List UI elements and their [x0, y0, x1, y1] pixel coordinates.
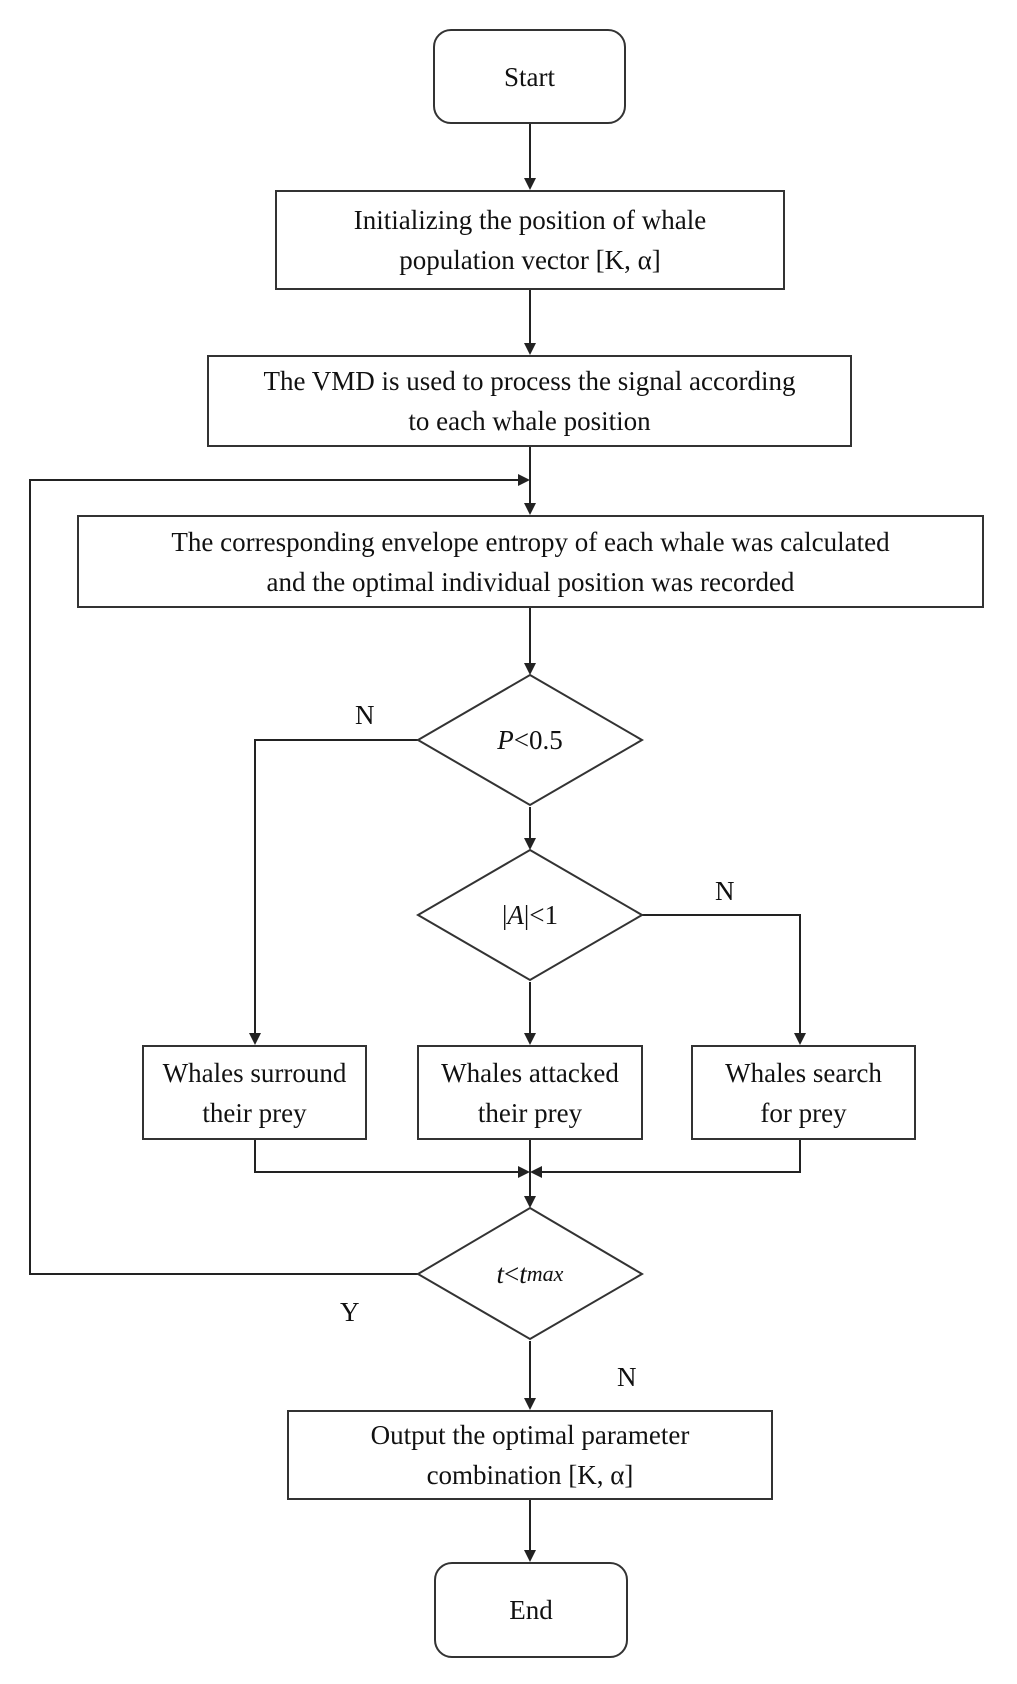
edge-t-loop	[29, 474, 530, 1275]
vmd-process: The VMD is used to process the signal ac…	[207, 355, 852, 447]
decision-a-pre: |	[501, 900, 508, 930]
end-label: End	[509, 1595, 553, 1625]
decision-a-rest: |<1	[523, 900, 559, 930]
edge-a-search	[642, 914, 806, 1045]
decision-t-sub: max	[526, 1261, 564, 1286]
edge-surround-merge	[254, 1140, 530, 1178]
decision-a-label: |A|<1	[418, 899, 642, 931]
decision-p-label: P<0.5	[418, 724, 642, 756]
start-label: Start	[504, 61, 555, 92]
surround-process: Whales surround their prey	[142, 1045, 367, 1140]
start-node: Start	[433, 29, 626, 124]
decision-diamond-a	[416, 848, 644, 982]
end-node: End	[434, 1562, 628, 1658]
entropy-label: The corresponding envelope entropy of ea…	[171, 526, 890, 597]
decision-t-mid: <	[504, 1259, 520, 1289]
output-label: Output the optimal parameter combination…	[370, 1420, 690, 1490]
edge-label-t-yes: Y	[340, 1297, 360, 1327]
surround-label: Whales surround their prey	[162, 1057, 347, 1128]
edge-label-t-no: N	[617, 1362, 637, 1392]
search-label: Whales search for prey	[725, 1057, 882, 1128]
decision-p-var: P	[497, 725, 514, 755]
init-label: Initializing the position of whale popul…	[353, 205, 707, 275]
decision-p-rest: <0.5	[513, 725, 563, 755]
decision-a-var: A	[507, 900, 524, 930]
search-process: Whales search for prey	[691, 1045, 916, 1140]
decision-t-var2: t	[519, 1259, 527, 1289]
edge-search-merge	[530, 1140, 801, 1178]
entropy-process: The corresponding envelope entropy of ea…	[77, 515, 984, 608]
attack-process: Whales attacked their prey	[417, 1045, 643, 1140]
init-process: Initializing the position of whale popul…	[275, 190, 785, 290]
edge-label-a-no: N	[715, 876, 735, 906]
decision-diamond-t	[416, 1206, 644, 1341]
decision-t-var: t	[496, 1259, 505, 1289]
vmd-label: The VMD is used to process the signal ac…	[263, 366, 796, 436]
edge-label-p-no: N	[355, 700, 375, 730]
attack-label: Whales attacked their prey	[441, 1057, 619, 1128]
edge-p-surround	[249, 739, 418, 1045]
decision-diamond-p	[416, 673, 644, 807]
output-process: Output the optimal parameter combination…	[287, 1410, 773, 1500]
